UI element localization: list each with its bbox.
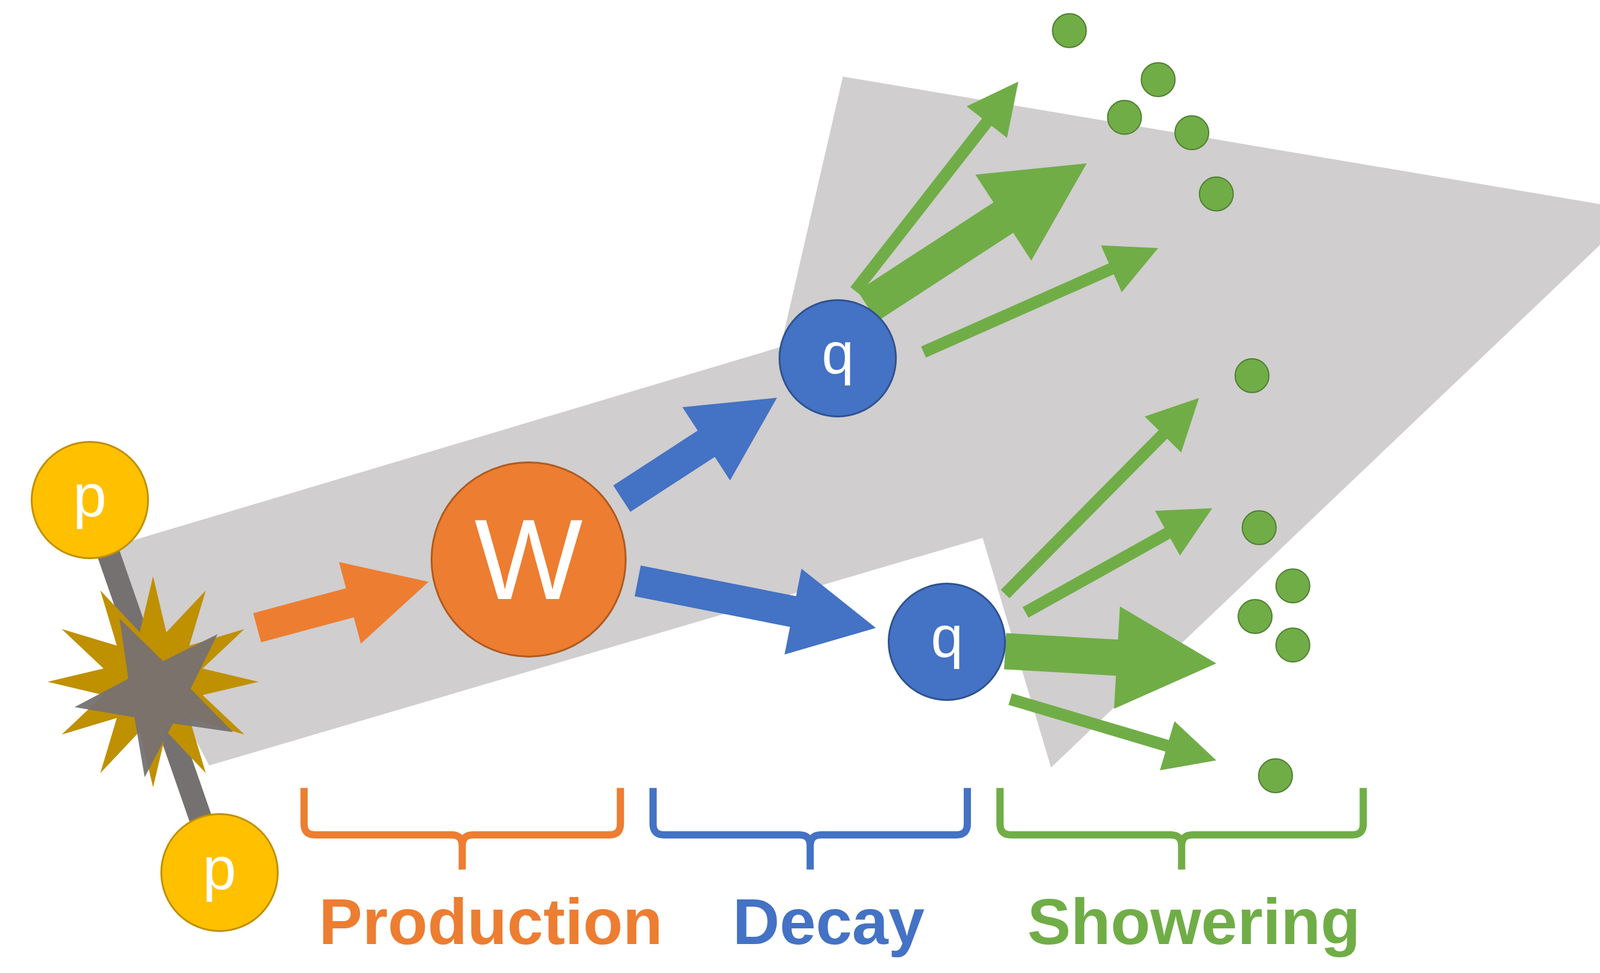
hadron-dot: [1052, 13, 1087, 48]
proton-circle: p: [160, 812, 279, 932]
hadron-dot: [1258, 758, 1293, 793]
quark-circle: q: [887, 582, 1006, 701]
shower-arrow: [1004, 606, 1217, 709]
hadron-dot: [1276, 568, 1310, 603]
node-label: p: [72, 464, 107, 526]
collision-star: [74, 618, 234, 777]
node-label: W: [474, 501, 583, 617]
hadron-dot: [1141, 62, 1175, 97]
shower-arrow: [1008, 692, 1217, 771]
hadron-dot: [1238, 599, 1272, 634]
shower-arrow: [1022, 508, 1213, 618]
hadron-dot: [1242, 510, 1277, 545]
node-label: q: [821, 324, 854, 383]
stage-label: Showering: [1027, 885, 1361, 958]
boson-circle: W: [430, 461, 627, 658]
shower-arrow: [920, 245, 1158, 358]
stage-bracket: [653, 787, 968, 870]
collision-star: [47, 575, 259, 788]
flow-band: [97, 76, 1600, 768]
node-label: p: [202, 837, 237, 899]
stage-label: Decay: [732, 885, 925, 958]
hadron-dot: [1107, 100, 1142, 135]
stage-bracket: [999, 787, 1363, 870]
stage-bracket: [303, 787, 621, 870]
quark-circle: q: [778, 299, 897, 418]
proton-circle: p: [30, 440, 149, 560]
hadron-dot: [1199, 176, 1234, 211]
hadron-dot: [1276, 627, 1310, 662]
node-label: q: [930, 607, 963, 666]
decay-arrow: [613, 397, 778, 512]
decay-arrow: [634, 565, 876, 655]
hadron-dot: [1235, 358, 1269, 393]
stage-label: Production: [319, 885, 663, 958]
hadron-dot: [1174, 115, 1209, 150]
production-arrow: [253, 562, 429, 644]
